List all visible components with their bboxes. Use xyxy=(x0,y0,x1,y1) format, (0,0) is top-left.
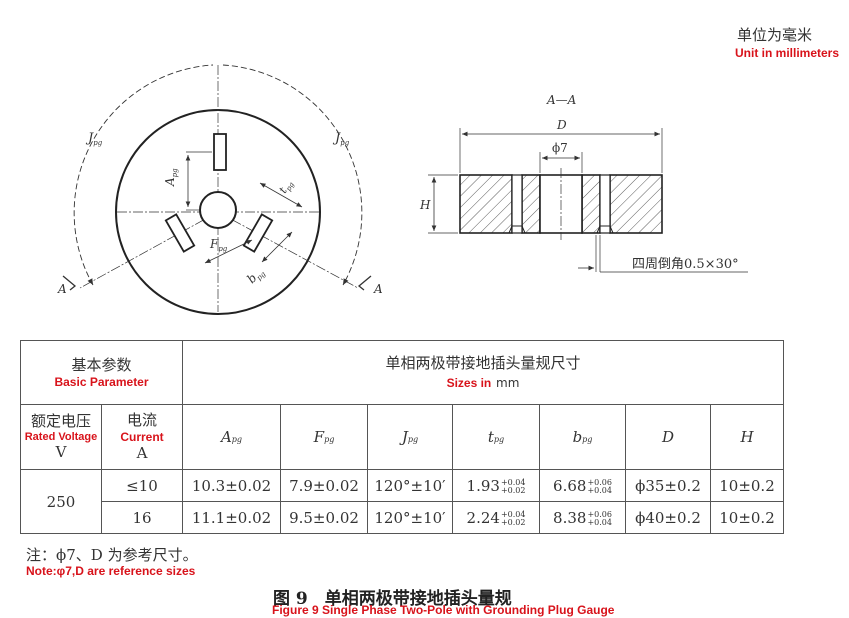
cell-d: ϕ35±0.2 xyxy=(625,469,711,502)
section-marker-left: A xyxy=(57,282,67,296)
col-header-d: D xyxy=(625,404,711,470)
note-en: Note:φ7,D are reference sizes xyxy=(26,564,196,578)
chamfer-note: 四周倒角0.5×30° xyxy=(632,257,739,272)
cell-b: 6.68+0.06+0.04 xyxy=(539,469,626,502)
cell-j: 120°±10′ xyxy=(367,469,453,502)
cell-d: ϕ40±0.2 xyxy=(625,501,711,534)
label-f-dim: Fpg xyxy=(209,237,228,253)
note-cn: 注：ϕ7、D 为参考尺寸。 xyxy=(26,546,198,564)
col-header-h: H xyxy=(710,404,784,470)
cell-b: 8.38+0.06+0.04 xyxy=(539,501,626,534)
col-header-f: Fpg xyxy=(280,404,368,470)
section-view xyxy=(428,128,748,273)
cell-h: 10±0.2 xyxy=(710,469,784,502)
header-rated-voltage: 额定电压 Rated Voltage V xyxy=(20,404,102,470)
cell-current: ≤10 xyxy=(101,469,183,502)
figure-caption-en: Figure 9 Single Phase Two-Pole with Grou… xyxy=(272,603,615,617)
label-b-dim: bpg xyxy=(244,264,267,287)
cell-voltage: 250 xyxy=(20,469,102,534)
label-phi7: ϕ7 xyxy=(552,141,568,155)
label-a-dim: Apg xyxy=(163,168,179,187)
cell-h: 10±0.2 xyxy=(710,501,784,534)
col-header-b: bpg xyxy=(539,404,626,470)
cell-f: 9.5±0.02 xyxy=(280,501,368,534)
unit-label-cn: 单位为毫米 xyxy=(737,26,813,44)
plan-view xyxy=(62,64,372,315)
label-j-right: Jpg xyxy=(332,131,350,147)
cell-f: 7.9±0.02 xyxy=(280,469,368,502)
label-t-dim: tpg xyxy=(276,177,296,197)
cell-t: 1.93+0.04+0.02 xyxy=(452,469,540,502)
cell-a: 10.3±0.02 xyxy=(182,469,281,502)
col-header-a: Apg xyxy=(182,404,281,470)
label-h-dim: H xyxy=(419,198,431,212)
gauge-parameter-table: 基本参数 Basic Parameter 单相两极带接地插头量规尺寸 Sizes… xyxy=(20,340,784,534)
table-row: 250 ≤10 10.3±0.02 7.9±0.02 120°±10′ 1.93… xyxy=(20,469,784,534)
col-header-t: tpg xyxy=(452,404,540,470)
section-marker-right: A xyxy=(373,282,383,296)
label-d-dim: D xyxy=(556,118,567,132)
cell-t: 2.24+0.04+0.02 xyxy=(452,501,540,534)
cell-current: 16 xyxy=(101,501,183,534)
table-row: 16 11.1±0.02 9.5±0.02 120°±10′ 2.24+0.04… xyxy=(21,501,784,534)
col-header-j: Jpg xyxy=(367,404,453,470)
label-j-left: Jpg xyxy=(85,131,103,147)
gauge-drawing: Jpg Jpg Apg Fpg bpg tpg A A A—A D ϕ xyxy=(57,64,748,315)
section-title: A—A xyxy=(546,93,577,107)
header-sizes: 单相两极带接地插头量规尺寸 Sizes in mm xyxy=(182,340,784,405)
cell-a: 11.1±0.02 xyxy=(182,501,281,534)
unit-label-en: Unit in millimeters xyxy=(735,46,840,60)
header-current: 电流 Current A xyxy=(101,404,183,470)
figure-caption-cn: 图 9 单相两极带接地插头量规 xyxy=(273,589,512,609)
header-basic-parameter: 基本参数 Basic Parameter xyxy=(20,340,183,405)
cell-j: 120°±10′ xyxy=(367,501,453,534)
